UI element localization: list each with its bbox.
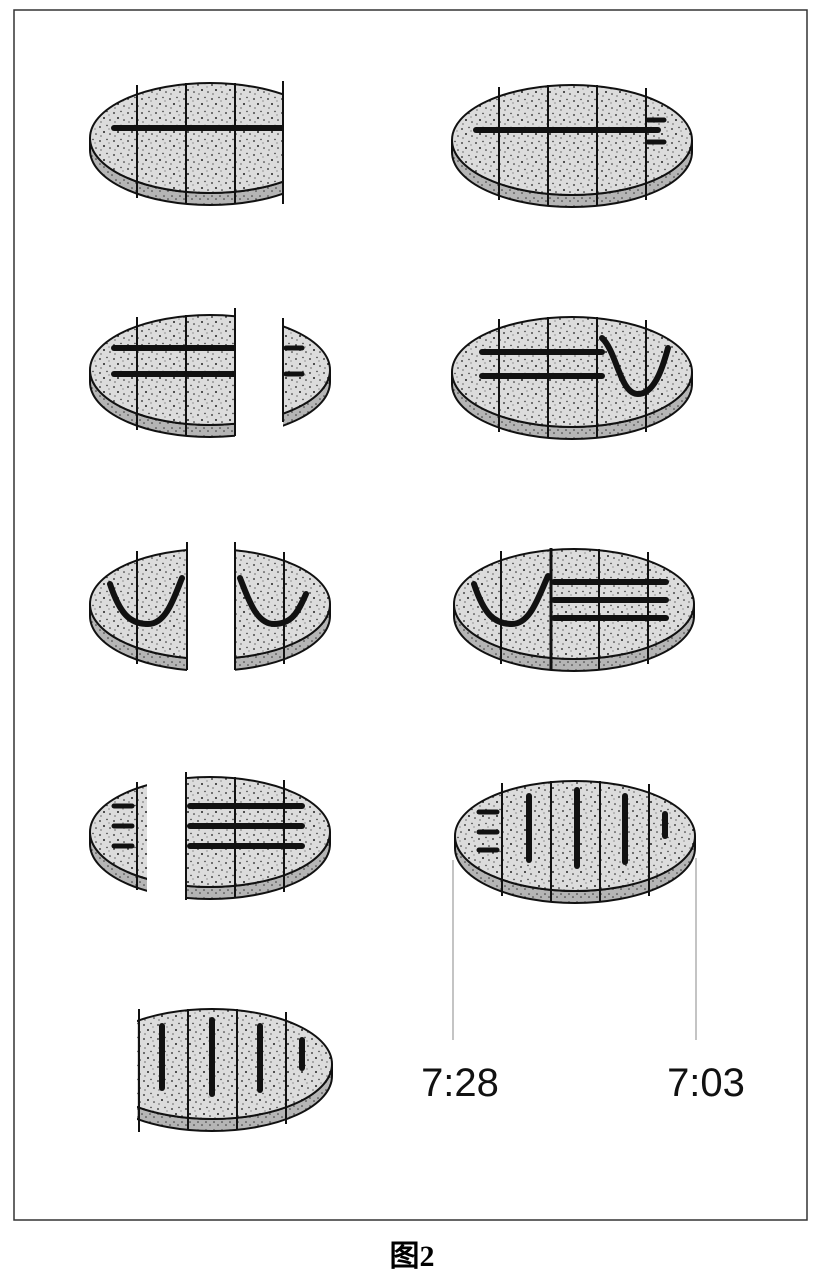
disc-4-left: [90, 772, 330, 900]
disc-5-left: [92, 1009, 332, 1132]
figure-caption: 图2: [390, 1240, 435, 1273]
time-label-left: 7:28: [421, 1061, 499, 1105]
disc-2-left: [90, 308, 330, 437]
disc-1-left: [90, 81, 330, 205]
disc-4-right: [455, 781, 695, 903]
disc-3-right: [454, 548, 694, 671]
disc-3-left: [90, 542, 330, 671]
time-label-right: 7:03: [667, 1061, 745, 1105]
disc-1-right: [452, 85, 692, 207]
disc-2-right: [452, 317, 692, 439]
